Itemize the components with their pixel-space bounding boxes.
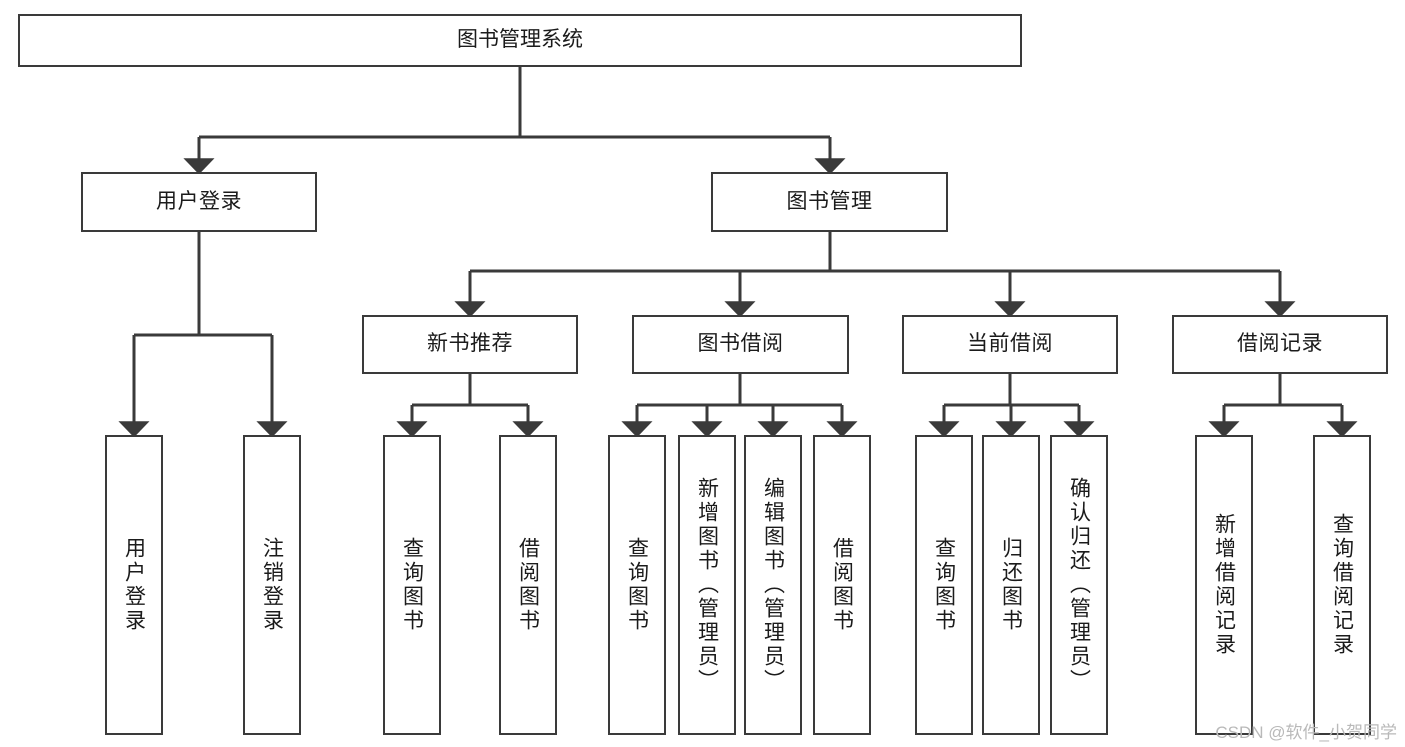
node-leaf-query-book-2[interactable]: 查询图书 (608, 435, 666, 735)
watermark-text: CSDN @软件_小贺同学 (1215, 723, 1397, 742)
node-leaf-borrow-book-2-label: 借阅图书 (830, 537, 854, 633)
node-leaf-query-book-3[interactable]: 查询图书 (915, 435, 973, 735)
node-book-manage-label: 图书管理 (786, 189, 873, 213)
node-user-login[interactable]: 用户登录 (81, 172, 317, 232)
node-leaf-return-book-label: 归还图书 (999, 537, 1023, 633)
node-leaf-user-logout[interactable]: 注销登录 (243, 435, 301, 735)
node-leaf-borrow-book-2[interactable]: 借阅图书 (813, 435, 871, 735)
node-leaf-add-record-label: 新增借阅记录 (1212, 513, 1236, 657)
node-leaf-user-login-label: 用户登录 (122, 537, 146, 633)
node-leaf-add-book-label: 新增图书（管理员） (695, 477, 719, 693)
node-leaf-query-book-2-label: 查询图书 (625, 537, 649, 633)
node-leaf-query-record-label: 查询借阅记录 (1330, 513, 1354, 657)
node-leaf-confirm-return-label: 确认归还（管理员） (1067, 477, 1091, 693)
node-leaf-query-book-3-label: 查询图书 (932, 537, 956, 633)
node-new-book-recommend-label: 新书推荐 (427, 332, 513, 356)
node-leaf-user-login[interactable]: 用户登录 (105, 435, 163, 735)
node-leaf-borrow-book-1[interactable]: 借阅图书 (499, 435, 557, 735)
node-leaf-query-book-1[interactable]: 查询图书 (383, 435, 441, 735)
node-borrow-record-label: 借阅记录 (1237, 332, 1323, 356)
node-leaf-confirm-return[interactable]: 确认归还（管理员） (1050, 435, 1108, 735)
node-leaf-borrow-book-1-label: 借阅图书 (516, 537, 540, 633)
node-new-book-recommend[interactable]: 新书推荐 (362, 315, 578, 374)
node-leaf-edit-book[interactable]: 编辑图书（管理员） (744, 435, 802, 735)
node-book-manage[interactable]: 图书管理 (711, 172, 948, 232)
node-leaf-user-logout-label: 注销登录 (260, 537, 284, 633)
node-current-borrow[interactable]: 当前借阅 (902, 315, 1118, 374)
node-root-system[interactable]: 图书管理系统 (18, 14, 1022, 67)
node-current-borrow-label: 当前借阅 (967, 332, 1053, 356)
node-leaf-query-book-1-label: 查询图书 (400, 537, 424, 633)
node-leaf-add-record[interactable]: 新增借阅记录 (1195, 435, 1253, 735)
node-leaf-return-book[interactable]: 归还图书 (982, 435, 1040, 735)
node-leaf-query-record[interactable]: 查询借阅记录 (1313, 435, 1371, 735)
node-book-borrow[interactable]: 图书借阅 (632, 315, 849, 374)
node-root-system-label: 图书管理系统 (457, 28, 583, 52)
node-leaf-edit-book-label: 编辑图书（管理员） (761, 477, 785, 693)
node-borrow-record[interactable]: 借阅记录 (1172, 315, 1388, 374)
node-book-borrow-label: 图书借阅 (697, 332, 784, 356)
node-user-login-label: 用户登录 (156, 189, 242, 213)
node-leaf-add-book[interactable]: 新增图书（管理员） (678, 435, 736, 735)
